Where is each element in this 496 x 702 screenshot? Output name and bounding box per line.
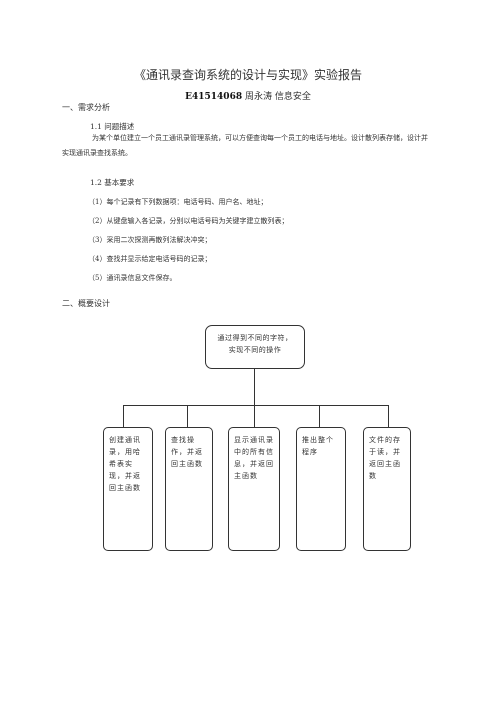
author-name-major: 周永涛 信息安全 — [244, 92, 311, 102]
document-title: 《通讯录查询系统的设计与实现》实验报告 — [133, 68, 362, 82]
connector-line — [254, 405, 255, 427]
requirement-item: （3）采用二次探测再散列法解决冲突； — [88, 236, 212, 244]
diagram-leaf-node: 查找操作，并返回主函数 — [165, 427, 213, 551]
diagram-leaf-node: 显示通讯录中的所有信息，并返回主函数 — [228, 427, 280, 551]
diagram-leaf-node: 推出整个程序 — [296, 427, 346, 551]
connector-line — [123, 405, 124, 427]
requirement-item: （1）每个记录有下列数据项：电话号码、用户名、地址； — [88, 198, 268, 206]
diagram-root-node: 通过得到不同的字符，实现不同的操作 — [205, 325, 305, 369]
author-id: E41514068 — [185, 92, 243, 102]
sub1-heading: 1.1 问题描述 — [90, 122, 135, 131]
diagram-leaf-node: 创建通讯录，用哈希表实现，并返回主函数 — [103, 427, 153, 551]
requirement-item: （4）查找并显示给定电话号码的记录； — [88, 255, 212, 263]
connector-line — [388, 405, 389, 427]
author-line: E41514068 周永涛 信息安全 — [0, 89, 496, 102]
connector-line — [187, 405, 188, 427]
connector-line — [254, 369, 255, 406]
problem-description: 为某个单位建立一个员工通讯录管理系统，可以方便查询每一个员工的电话与地址。设计散… — [62, 134, 428, 157]
requirement-item: （5）通讯录信息文件保存。 — [88, 274, 177, 282]
connector-line — [319, 405, 320, 427]
section1-heading: 一、需求分析 — [62, 103, 110, 112]
section2-heading: 二、概要设计 — [62, 299, 110, 308]
sub2-heading: 1.2 基本要求 — [90, 178, 135, 187]
diagram-leaf-node: 文件的存于读，并返回主函数 — [363, 427, 411, 551]
connector-line — [123, 405, 388, 406]
requirement-item: （2）从键盘输入各记录，分别以电话号码为关键字建立散列表； — [88, 217, 289, 225]
